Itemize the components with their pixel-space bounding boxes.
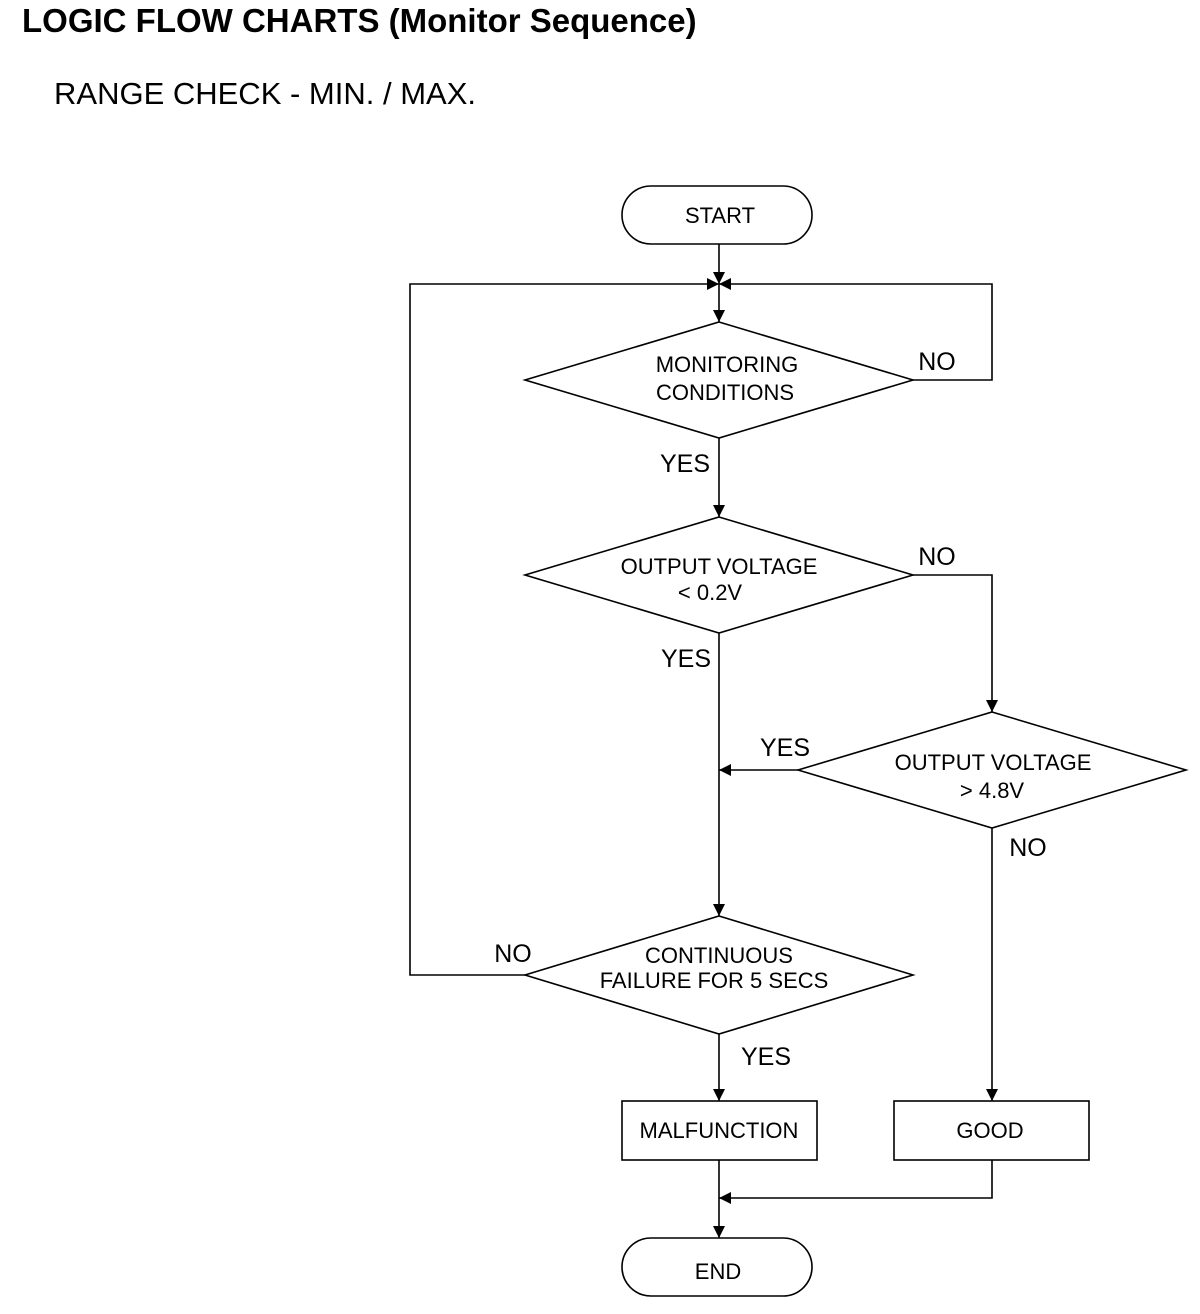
edge-failure-no-loop <box>409 278 719 976</box>
output-voltage-high-line1: OUTPUT VOLTAGE <box>895 750 1092 775</box>
edge-good-to-end <box>719 1160 993 1204</box>
end-terminal <box>621 1237 813 1297</box>
edge-label-high-yes: YES <box>760 734 810 762</box>
output-voltage-low-line2: < 0.2V <box>678 580 743 605</box>
edge-label-failure-yes: YES <box>741 1043 791 1071</box>
start-terminal <box>621 185 813 245</box>
edge-label-monitoring-yes: YES <box>660 450 710 478</box>
good-label: GOOD <box>956 1118 1023 1143</box>
page-subtitle: RANGE CHECK - MIN. / MAX. <box>54 76 476 111</box>
monitoring-conditions-line1: MONITORING <box>656 352 799 377</box>
edge-label-low-yes: YES <box>661 645 711 673</box>
edge-label-monitoring-no: NO <box>918 348 956 376</box>
continuous-failure-line2: FAILURE FOR 5 SECS <box>600 968 829 993</box>
continuous-failure-line1: CONTINUOUS <box>645 943 793 968</box>
output-voltage-low-line1: OUTPUT VOLTAGE <box>621 554 818 579</box>
output-voltage-high-line2: > 4.8V <box>960 778 1025 803</box>
start-label: START <box>685 203 755 228</box>
edge-label-low-no: NO <box>918 543 956 571</box>
end-label: END <box>695 1259 741 1284</box>
edge-label-failure-no: NO <box>494 940 532 968</box>
process-malfunction <box>621 1100 818 1161</box>
edge-low-no <box>913 574 998 712</box>
edge-monitoring-no-loop <box>719 278 993 381</box>
edge-label-high-no: NO <box>1009 834 1047 862</box>
malfunction-label: MALFUNCTION <box>640 1118 799 1143</box>
page-title: LOGIC FLOW CHARTS (Monitor Sequence) <box>22 2 697 39</box>
process-good <box>893 1100 1090 1161</box>
monitoring-conditions-line2: CONDITIONS <box>656 380 794 405</box>
